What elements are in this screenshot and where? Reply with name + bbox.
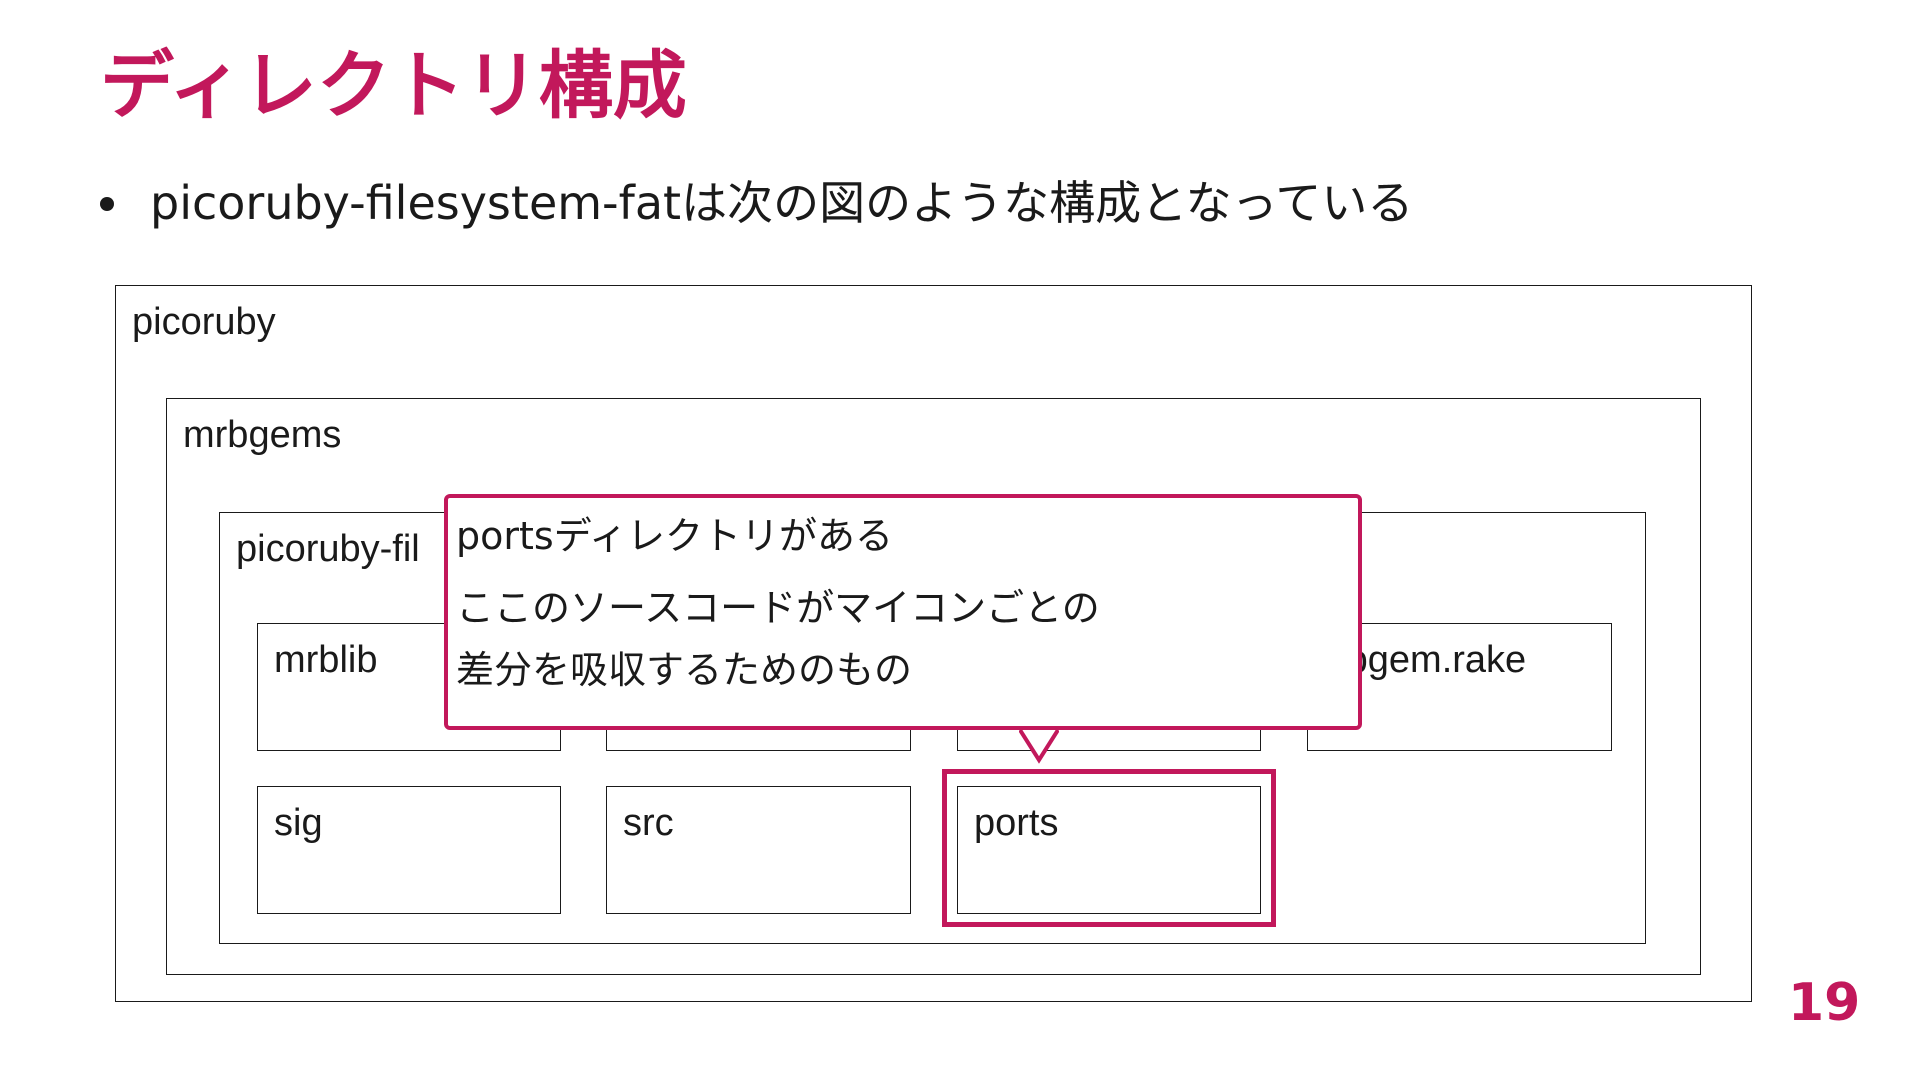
callout-line-2: ここのソースコードがマイコンごとの [456, 586, 1100, 630]
page-number: 19 [1788, 973, 1861, 1033]
bullet-item: picoruby-filesystem-fatは次の図のような構成となっている [100, 176, 1413, 231]
dir-picoruby-label: picoruby [132, 301, 276, 343]
callout-line-3: 差分を吸収するためのもの [456, 648, 913, 692]
dir-sig-label: sig [274, 802, 323, 844]
dir-src: src [606, 786, 911, 914]
bullet-text: picoruby-filesystem-fatは次の図のような構成となっている [150, 176, 1414, 230]
ports-highlight-frame [942, 769, 1276, 927]
dir-ports-label: ports [974, 802, 1059, 844]
dir-mrbgems-label: mrbgems [183, 414, 342, 456]
callout-pointer [1019, 728, 1059, 764]
dir-src-label: src [623, 802, 674, 844]
callout-line-1: portsディレクトリがある [456, 514, 894, 558]
dir-ports: ports [957, 786, 1261, 914]
slide-title: ディレクトリ構成 [100, 43, 687, 129]
bullet-dot [100, 196, 114, 211]
dir-picoruby-filesystem-fat-label: picoruby-fil [236, 528, 420, 570]
file-mrbgem-rake-label: rbgem.rake [1334, 639, 1527, 681]
dir-sig: sig [257, 786, 561, 914]
callout-box: portsディレクトリがある ここのソースコードがマイコンごとの 差分を吸収する… [444, 494, 1362, 730]
dir-mrblib-label: mrblib [274, 639, 378, 681]
